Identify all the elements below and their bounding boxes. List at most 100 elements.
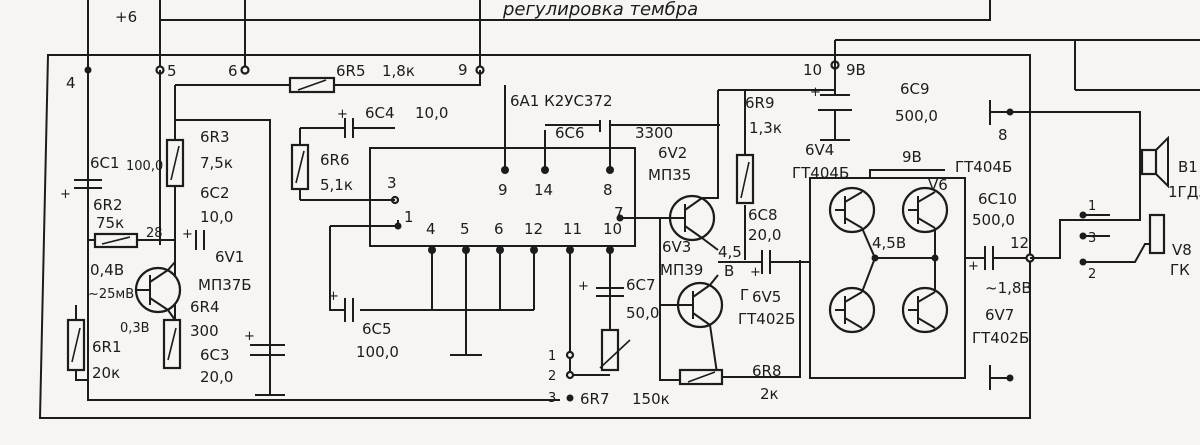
R6-ref: 6R6 (320, 151, 350, 169)
jack-pin-2: 2 (1088, 267, 1096, 282)
svg-text:+: + (750, 265, 761, 280)
R5-ref: 6R5 (336, 62, 366, 80)
supply-label: +6 (115, 8, 137, 26)
pin-8: 8 (998, 126, 1008, 144)
svg-text:2: 2 (548, 369, 556, 384)
svg-text:+: + (578, 279, 589, 294)
R6-resistor: 6R6 5,1к (290, 128, 353, 200)
chip-pin-5: 5 (460, 220, 470, 238)
R9-resistor: 6R9 1,3к (718, 89, 835, 260)
svg-text:+: + (328, 289, 339, 304)
v45c-label: 4,5В (872, 234, 906, 252)
C8-ref: 6С8 (748, 206, 778, 224)
chip-pin-8: 8 (603, 181, 613, 199)
C7-ref: 6С7 (626, 276, 656, 294)
svg-text:+: + (182, 227, 193, 242)
C9-ref: 6С9 (900, 80, 930, 98)
V7-val: ГТ402Б (972, 329, 1029, 347)
svg-text:+: + (60, 187, 71, 202)
R1-val: 20к (92, 364, 120, 382)
V3-ref: 6V3 (662, 238, 691, 256)
C10-capacitor: + ГТ404Б 6С10 500,0 12 ~1,8В 6V7 ГТ402Б (955, 158, 1035, 347)
R7-val: 150к (632, 390, 670, 408)
C9-capacitor: + 6С9 500,0 (810, 39, 1200, 141)
C6-ref: 6С6 (555, 124, 585, 142)
g-label: Г (740, 286, 749, 304)
C5-ref: 6С5 (362, 320, 392, 338)
chip-pin-7: 7 (614, 204, 624, 222)
R2-ref: 6R2 (93, 196, 123, 214)
C8-capacitor: + 6С8 20,0 6V5 ГТ402Б Г (718, 206, 810, 328)
R4-resistor: 6R4 300 (162, 298, 220, 370)
header-title: регулировка тембра (502, 0, 698, 20)
pin-9: 9 (458, 61, 468, 79)
v45-label: 4,5 (718, 243, 742, 261)
chip-pin-3: 3 (387, 174, 397, 192)
R2-resistor: 6R2 75к (93, 196, 139, 249)
R9-ref: 6R9 (745, 94, 775, 112)
C2-ref: 6С2 (200, 184, 230, 202)
R5-resistor: 6R5 1,8к (288, 62, 415, 94)
V6-ref: V6 (928, 176, 948, 194)
svg-text:+: + (810, 85, 821, 100)
svg-text:3: 3 (548, 391, 556, 406)
chip-pin-6: 6 (494, 220, 504, 238)
B1-val: 1ГД3 (1168, 183, 1200, 201)
R3-val: 7,5к (200, 154, 233, 172)
C9-val: 500,0 (895, 107, 938, 125)
V4-val: ГТ404Б (792, 164, 849, 182)
top-pins: 4 5 6 9 10 9В (66, 60, 866, 92)
V3-val: МП39 (660, 261, 703, 279)
V1-val: МП37Б (198, 276, 252, 294)
svg-text:1: 1 (548, 349, 556, 364)
C2-val: 10,0 (200, 208, 233, 226)
V2-ref: 6V2 (658, 144, 687, 162)
C4-capacitor: + 6С4 10,0 (300, 104, 448, 138)
v1-signal: ~25мВ (88, 287, 134, 302)
V2-val: МП35 (648, 166, 691, 184)
pin-28: 28 (146, 226, 163, 241)
left-wiring (87, 70, 560, 401)
V2-transistor: 6V2 МП35 (620, 90, 719, 251)
v1-bias: 0,4В (90, 261, 124, 279)
C3-capacitor: + 6С3 20,0 (200, 329, 285, 396)
R8-ref: 6R8 (752, 362, 782, 380)
C5-val: 100,0 (356, 343, 399, 361)
R4-ref: 6R4 (190, 298, 220, 316)
R8-val: 2к (760, 385, 779, 403)
v1-emitter: 0,3В (120, 321, 150, 336)
V4-ref: 6V4 (805, 141, 834, 159)
pin-6: 6 (228, 62, 238, 80)
R3-resistor: 6R3 7,5к (165, 128, 233, 188)
speaker-jack: В1 1ГД3 1 3 2 V8 ГК (1010, 40, 1200, 282)
V5-ref: 6V5 (752, 288, 781, 306)
C10-val: 500,0 (972, 211, 1015, 229)
pin-9v-b: 9В (902, 148, 922, 166)
B1-ref: В1 (1178, 158, 1198, 176)
V6-val: ГТ404Б (955, 158, 1012, 176)
pin-12: 12 (1010, 234, 1029, 252)
pin-9v: 9В (846, 61, 866, 79)
R9-val: 1,3к (749, 119, 782, 137)
R2-val: 75к (96, 214, 124, 232)
chip-pin-4: 4 (426, 220, 436, 238)
V8-ref: V8 (1172, 241, 1192, 259)
C4-ref: 6С4 (365, 104, 395, 122)
R8-resistor: 6R8 2к (678, 260, 801, 403)
R5-val: 1,8к (382, 62, 415, 80)
C3-val: 20,0 (200, 368, 233, 386)
output-stage: 6V4 ГТ404Б 9В V6 4,5В (792, 141, 966, 379)
chip-pin-9: 9 (498, 181, 508, 199)
chip-pin-14: 14 (534, 181, 553, 199)
C6-val: 3300 (635, 124, 673, 142)
C1-capacitor: + 6С1 100,0 (60, 154, 163, 202)
board-border (38, 0, 1031, 419)
R4-val: 300 (190, 322, 219, 340)
ground-symbols: 8 (989, 100, 1014, 390)
C10-ref: 6С10 (978, 190, 1017, 208)
V1-ref: 6V1 (215, 248, 244, 266)
R1-ref: 6R1 (92, 338, 122, 356)
jack-pin-3: 3 (1088, 231, 1096, 246)
V5-val: ГТ402Б (738, 310, 795, 328)
